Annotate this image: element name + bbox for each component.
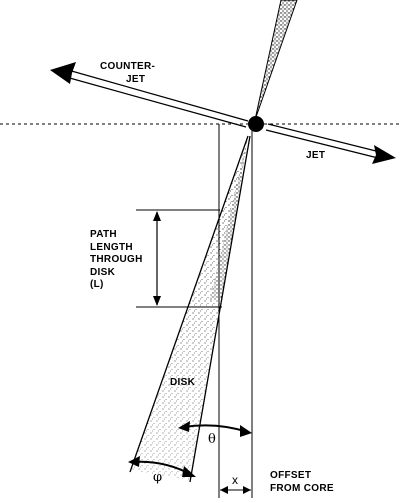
path-length-label-line3: THROUGH bbox=[90, 254, 143, 265]
offset-label: OFFSET FROM CORE bbox=[270, 470, 334, 495]
counterjet-label-line2: JET bbox=[126, 73, 146, 85]
disk-label: DISK bbox=[170, 377, 196, 388]
path-length-label-line1: PATH bbox=[90, 229, 117, 240]
core-dot bbox=[248, 116, 264, 132]
path-length-label: PATH LENGTH THROUGH DISK (L) bbox=[90, 229, 143, 292]
disk-edge-right bbox=[189, 135, 251, 483]
theta-angle-arc bbox=[178, 421, 252, 437]
path-length-label-line4: DISK bbox=[90, 266, 116, 278]
counterjet-label-line1: COUNTER- bbox=[100, 61, 156, 72]
phi-angle-arc bbox=[128, 456, 196, 477]
path-length-bracket bbox=[136, 209, 222, 308]
counterjet-arrow bbox=[50, 62, 249, 128]
offset-x-symbol: x bbox=[232, 473, 239, 487]
upper-disk-cone bbox=[254, 0, 298, 121]
offset-dimension bbox=[220, 486, 251, 494]
offset-label-line1: OFFSET bbox=[270, 470, 312, 481]
offset-label-line2: FROM CORE bbox=[270, 482, 334, 494]
jet-arrow bbox=[265, 123, 396, 164]
theta-symbol: θ bbox=[208, 432, 216, 447]
path-length-label-line5: (L) bbox=[90, 279, 104, 290]
path-length-label-line2: LENGTH bbox=[90, 241, 133, 253]
jet-label: JET bbox=[306, 150, 326, 161]
disk-edge-left bbox=[129, 135, 249, 473]
phi-symbol: φ bbox=[153, 470, 163, 485]
counterjet-label: COUNTER- JET bbox=[100, 61, 155, 86]
